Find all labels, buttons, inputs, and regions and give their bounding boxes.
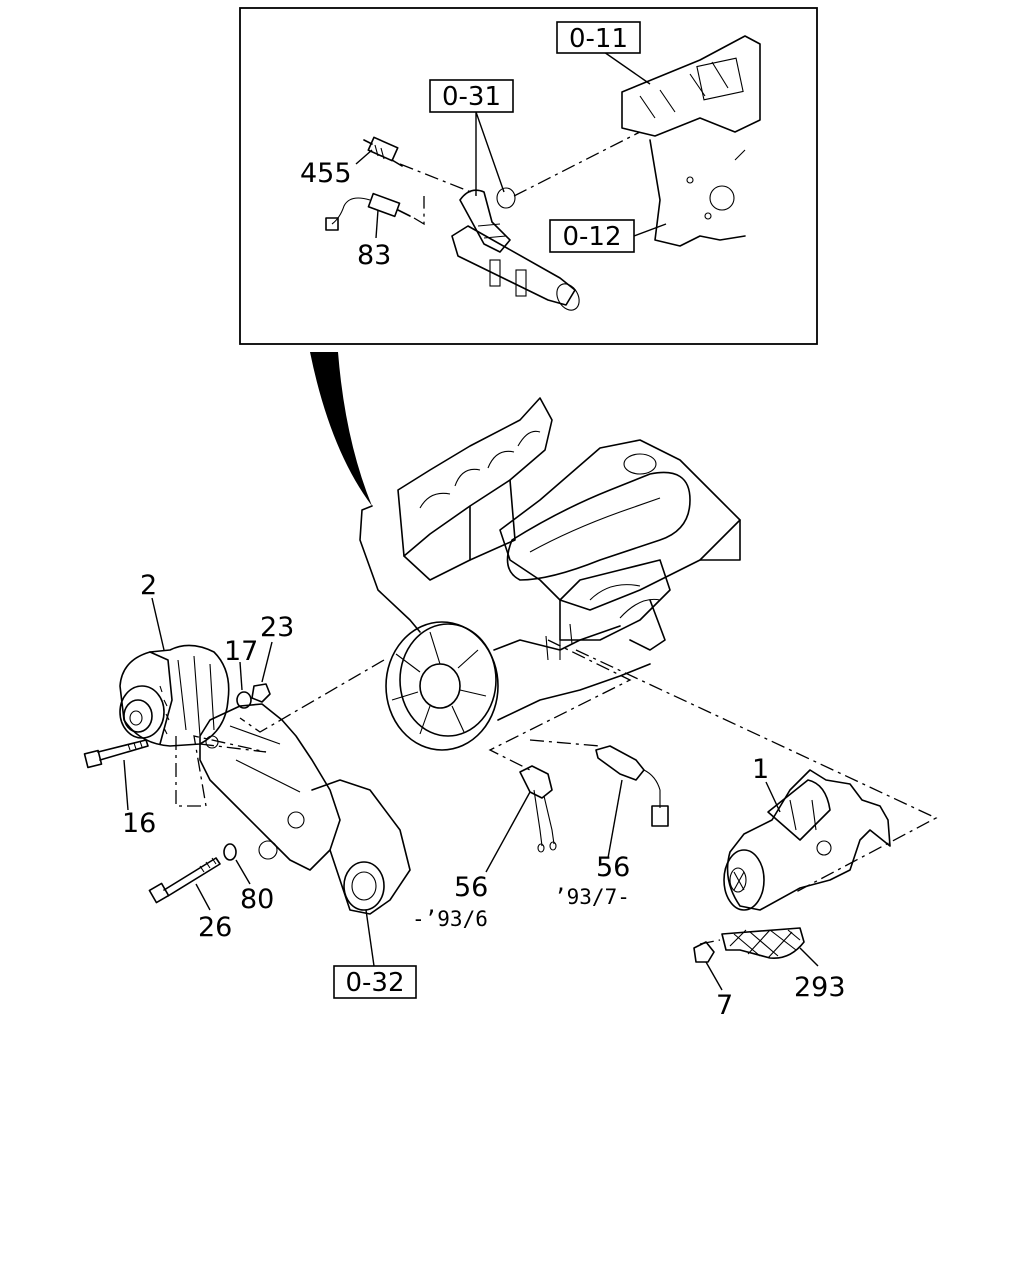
date-note-early: -’93/6: [412, 907, 488, 931]
ref-box-0-32: [333, 965, 417, 999]
alternator-icon: [119, 644, 230, 747]
callout-7: 7: [716, 990, 733, 1021]
bolt-16-icon: [83, 739, 149, 769]
callout-80: 80: [240, 884, 274, 915]
callout-2: 2: [140, 570, 157, 601]
inset-frame: [239, 7, 818, 345]
callout-56-early: 56: [454, 872, 488, 903]
ref-box-0-12: [549, 219, 635, 253]
engine-assembly: [359, 397, 741, 751]
engine-head-fragment: [621, 35, 761, 247]
date-note-late: ’93/7-: [554, 885, 630, 909]
detail-inset: 0-11 0-31 0-12 455 83: [239, 7, 818, 345]
inset-pointer-arrow: [310, 352, 372, 506]
washer-17-icon: [236, 691, 252, 709]
callout-23: 23: [260, 612, 294, 643]
starter-motor-icon: [723, 769, 891, 911]
crank-pulley: [385, 621, 499, 751]
ref-label-0-12: 0-12: [562, 222, 621, 252]
callout-16: 16: [122, 808, 156, 839]
bolt-26-icon: [148, 857, 221, 904]
sensor-83-icon: [325, 192, 411, 231]
ref-label-0-31: 0-31: [442, 82, 501, 112]
washer-80-icon: [223, 843, 237, 861]
callout-56-late: 56: [596, 852, 630, 883]
ref-label-0-32: 0-32: [345, 968, 404, 998]
ref-box-0-11: [556, 21, 641, 54]
bracket-293-icon: [721, 927, 805, 959]
ref-box-0-31: [429, 79, 514, 113]
sensor-56-late-icon: [595, 745, 669, 827]
callout-455: 455: [300, 158, 352, 189]
coolant-outlet-pipe: [451, 187, 580, 311]
ref-label-0-11: 0-11: [569, 24, 628, 54]
alternator-bracket-icon: [199, 703, 411, 915]
callout-293: 293: [794, 972, 846, 1003]
nut-23-icon: [251, 683, 271, 703]
nut-7-icon: [693, 941, 715, 963]
callout-1: 1: [752, 754, 769, 785]
sensor-56-early-icon: [519, 765, 557, 853]
callout-17: 17: [224, 636, 258, 667]
callout-83: 83: [357, 240, 391, 271]
sensor-455-icon: [363, 136, 403, 167]
callout-26: 26: [198, 912, 232, 943]
